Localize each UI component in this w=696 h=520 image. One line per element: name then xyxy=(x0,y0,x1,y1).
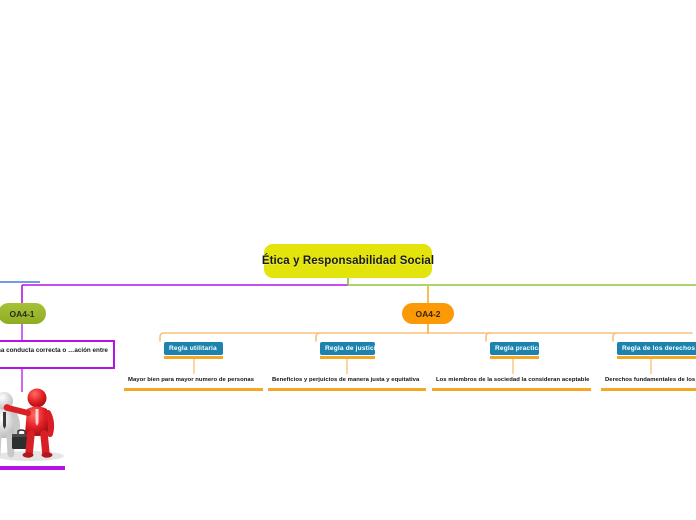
chip-underline-regla-practica xyxy=(490,356,539,359)
chip-regla-de-justicia[interactable]: Regla de justicia xyxy=(320,342,379,355)
chip-underline-regla-de-justicia xyxy=(320,356,375,359)
chip-regla-utilitaria[interactable]: Regla utilitaria xyxy=(164,342,223,355)
chip-regla-practica[interactable]: Regla practica xyxy=(490,342,542,355)
leaf-underline-derechos-fundamentales xyxy=(601,388,696,391)
connector-level2-bus xyxy=(159,332,693,342)
connector-elbow-regla-justicia xyxy=(315,332,321,342)
branch-node-oa4-2[interactable]: OA4-2 xyxy=(402,303,454,324)
illustration-two-figures xyxy=(0,386,70,464)
root-node[interactable]: Ética y Responsabilidad Social xyxy=(262,244,434,278)
illustration-underline xyxy=(0,466,65,470)
leaf-text-mayor-bien[interactable]: Mayor bien para mayor numero de personas xyxy=(128,377,255,383)
leaf-text-derechos-fundamentales[interactable]: Derechos fundamentales de los xyxy=(605,377,696,383)
leaf-underline-mayor-bien xyxy=(124,388,263,391)
chip-underline-regla-utilitaria xyxy=(164,356,223,359)
connector-elbow-regla-derechos xyxy=(612,332,618,342)
leaf-underline-beneficios-perjuicios xyxy=(268,388,426,391)
leaf-text-beneficios-perjuicios[interactable]: Beneficios y perjuicios de manera justa … xyxy=(272,377,420,383)
leaf-text-miembros-sociedad[interactable]: Los miembros de la sociedad la considera… xyxy=(436,377,590,383)
chip-regla-de-los-derechos-morales[interactable]: Regla de los derechos mo xyxy=(617,342,696,355)
leaf-underline-miembros-sociedad xyxy=(432,388,591,391)
pointing-arm xyxy=(5,405,31,416)
red-figure-pointing xyxy=(3,388,55,458)
branch-node-oa4-1[interactable]: OA4-1 xyxy=(0,303,46,324)
connector-elbow-regla-practica xyxy=(485,332,491,342)
note-box-oa4-1[interactable]: …ción tener una conducta correcta o …aci… xyxy=(0,340,115,370)
chip-underline-regla-de-los-derechos-morales xyxy=(617,356,696,359)
